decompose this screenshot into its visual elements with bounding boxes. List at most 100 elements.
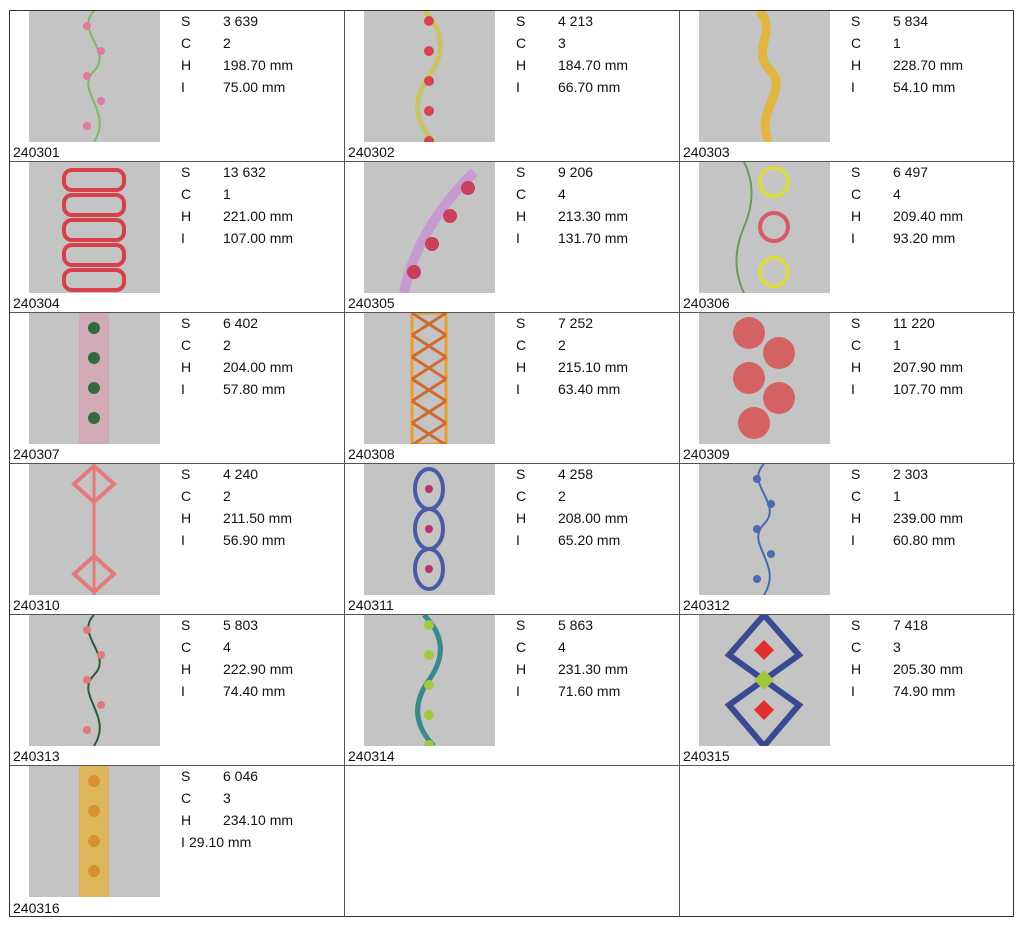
- design-code: 240303: [683, 144, 730, 160]
- embroidery-motif: [724, 615, 804, 746]
- design-code: 240307: [13, 446, 60, 462]
- spec-value-s: 6 046: [223, 768, 259, 784]
- spec-value-i: 54.10 mm: [893, 79, 956, 95]
- spec-value-c: 3: [893, 639, 901, 655]
- design-thumbnail[interactable]: [699, 313, 830, 444]
- spec-value-s: 4 240: [223, 466, 259, 482]
- spec-label-i: I: [181, 532, 185, 548]
- spec-label-i: I: [516, 79, 520, 95]
- spec-value-h: 205.30 mm: [893, 661, 964, 677]
- spec-label-c: C: [181, 790, 192, 806]
- embroidery-motif: [415, 615, 443, 746]
- spec-label-i: I: [181, 834, 185, 850]
- design-thumbnail[interactable]: [364, 313, 495, 444]
- spec-value-h: 228.70 mm: [893, 57, 964, 73]
- spec-label-h: H: [851, 359, 862, 375]
- spec-label-s: S: [516, 315, 526, 331]
- spec-value-i: 75.00 mm: [223, 79, 286, 95]
- empty-cell: [680, 766, 1015, 917]
- design-thumbnail[interactable]: [364, 464, 495, 595]
- design-thumbnail[interactable]: [699, 162, 830, 293]
- spec-value-s: 5 834: [893, 13, 929, 29]
- spec-value-h: 239.00 mm: [893, 510, 964, 526]
- spec-label-i: I: [516, 683, 520, 699]
- design-thumbnail[interactable]: [364, 11, 495, 142]
- spec-value-h: 184.70 mm: [558, 57, 629, 73]
- design-code: 240305: [348, 295, 395, 311]
- spec-label-h: H: [851, 661, 862, 677]
- spec-label-s: S: [851, 13, 861, 29]
- design-thumbnail[interactable]: [29, 313, 160, 444]
- spec-label-i: I: [516, 532, 520, 548]
- spec-label-h: H: [181, 57, 192, 73]
- design-thumbnail[interactable]: [29, 11, 160, 142]
- spec-value-s: 11 220: [893, 315, 935, 331]
- embroidery-motif: [79, 766, 109, 897]
- spec-label-c: C: [851, 488, 862, 504]
- spec-value-c: 1: [893, 35, 901, 51]
- spec-value-h: 198.70 mm: [223, 57, 294, 73]
- design-code: 240315: [683, 748, 730, 764]
- spec-label-c: C: [516, 35, 527, 51]
- spec-label-i: I: [516, 381, 520, 397]
- spec-value-s: 6 402: [223, 315, 259, 331]
- spec-value-c: 1: [893, 337, 901, 353]
- spec-label-i: I: [181, 381, 185, 397]
- spec-value-i: 74.90 mm: [893, 683, 956, 699]
- spec-label-h: H: [851, 57, 862, 73]
- embroidery-motif: [753, 464, 775, 595]
- design-thumbnail[interactable]: [364, 162, 495, 293]
- spec-value-c: 1: [223, 186, 231, 202]
- embroidery-motif: [735, 162, 790, 293]
- design-thumbnail[interactable]: [699, 615, 830, 746]
- spec-label-s: S: [516, 466, 526, 482]
- design-code: 240316: [13, 900, 60, 916]
- design-thumbnail[interactable]: [29, 766, 160, 897]
- spec-value-h: 207.90 mm: [893, 359, 964, 375]
- spec-value-i: 107.70 mm: [893, 381, 964, 397]
- spec-label-h: H: [181, 208, 192, 224]
- spec-value-c: 4: [223, 639, 231, 655]
- embroidery-motif: [62, 168, 126, 292]
- design-thumbnail[interactable]: [699, 11, 830, 142]
- design-thumbnail[interactable]: [699, 464, 830, 595]
- spec-label-c: C: [851, 639, 862, 655]
- spec-label-h: H: [181, 359, 192, 375]
- embroidery-motif: [410, 313, 448, 444]
- design-code: 240301: [13, 144, 60, 160]
- design-thumbnail[interactable]: [364, 615, 495, 746]
- spec-value-h: 213.30 mm: [558, 208, 629, 224]
- spec-value-s: 6 497: [893, 164, 929, 180]
- design-thumbnail[interactable]: [29, 162, 160, 293]
- spec-value-c: 2: [558, 488, 566, 504]
- embroidery-motif: [83, 615, 105, 746]
- spec-value-h: 211.50 mm: [223, 510, 292, 526]
- spec-value-i: 131.70 mm: [558, 230, 629, 246]
- spec-value-s: 3 639: [223, 13, 259, 29]
- spec-label-i: I: [851, 532, 855, 548]
- spec-label-h: H: [181, 661, 192, 677]
- spec-label-i: I: [181, 79, 185, 95]
- spec-value-h: 208.00 mm: [558, 510, 629, 526]
- spec-value-i: 65.20 mm: [558, 532, 621, 548]
- spec-value-c: 2: [558, 337, 566, 353]
- design-thumbnail[interactable]: [29, 464, 160, 595]
- embroidery-motif: [413, 467, 445, 591]
- spec-label-s: S: [851, 466, 861, 482]
- spec-value-s: 5 803: [223, 617, 259, 633]
- spec-label-c: C: [516, 488, 527, 504]
- spec-label-c: C: [851, 186, 862, 202]
- design-code: 240308: [348, 446, 395, 462]
- spec-label-s: S: [181, 768, 191, 784]
- spec-value-c: 2: [223, 337, 231, 353]
- spec-label-h: H: [516, 208, 527, 224]
- spec-label-c: C: [516, 337, 527, 353]
- design-thumbnail[interactable]: [29, 615, 160, 746]
- spec-value-s: 2 303: [893, 466, 929, 482]
